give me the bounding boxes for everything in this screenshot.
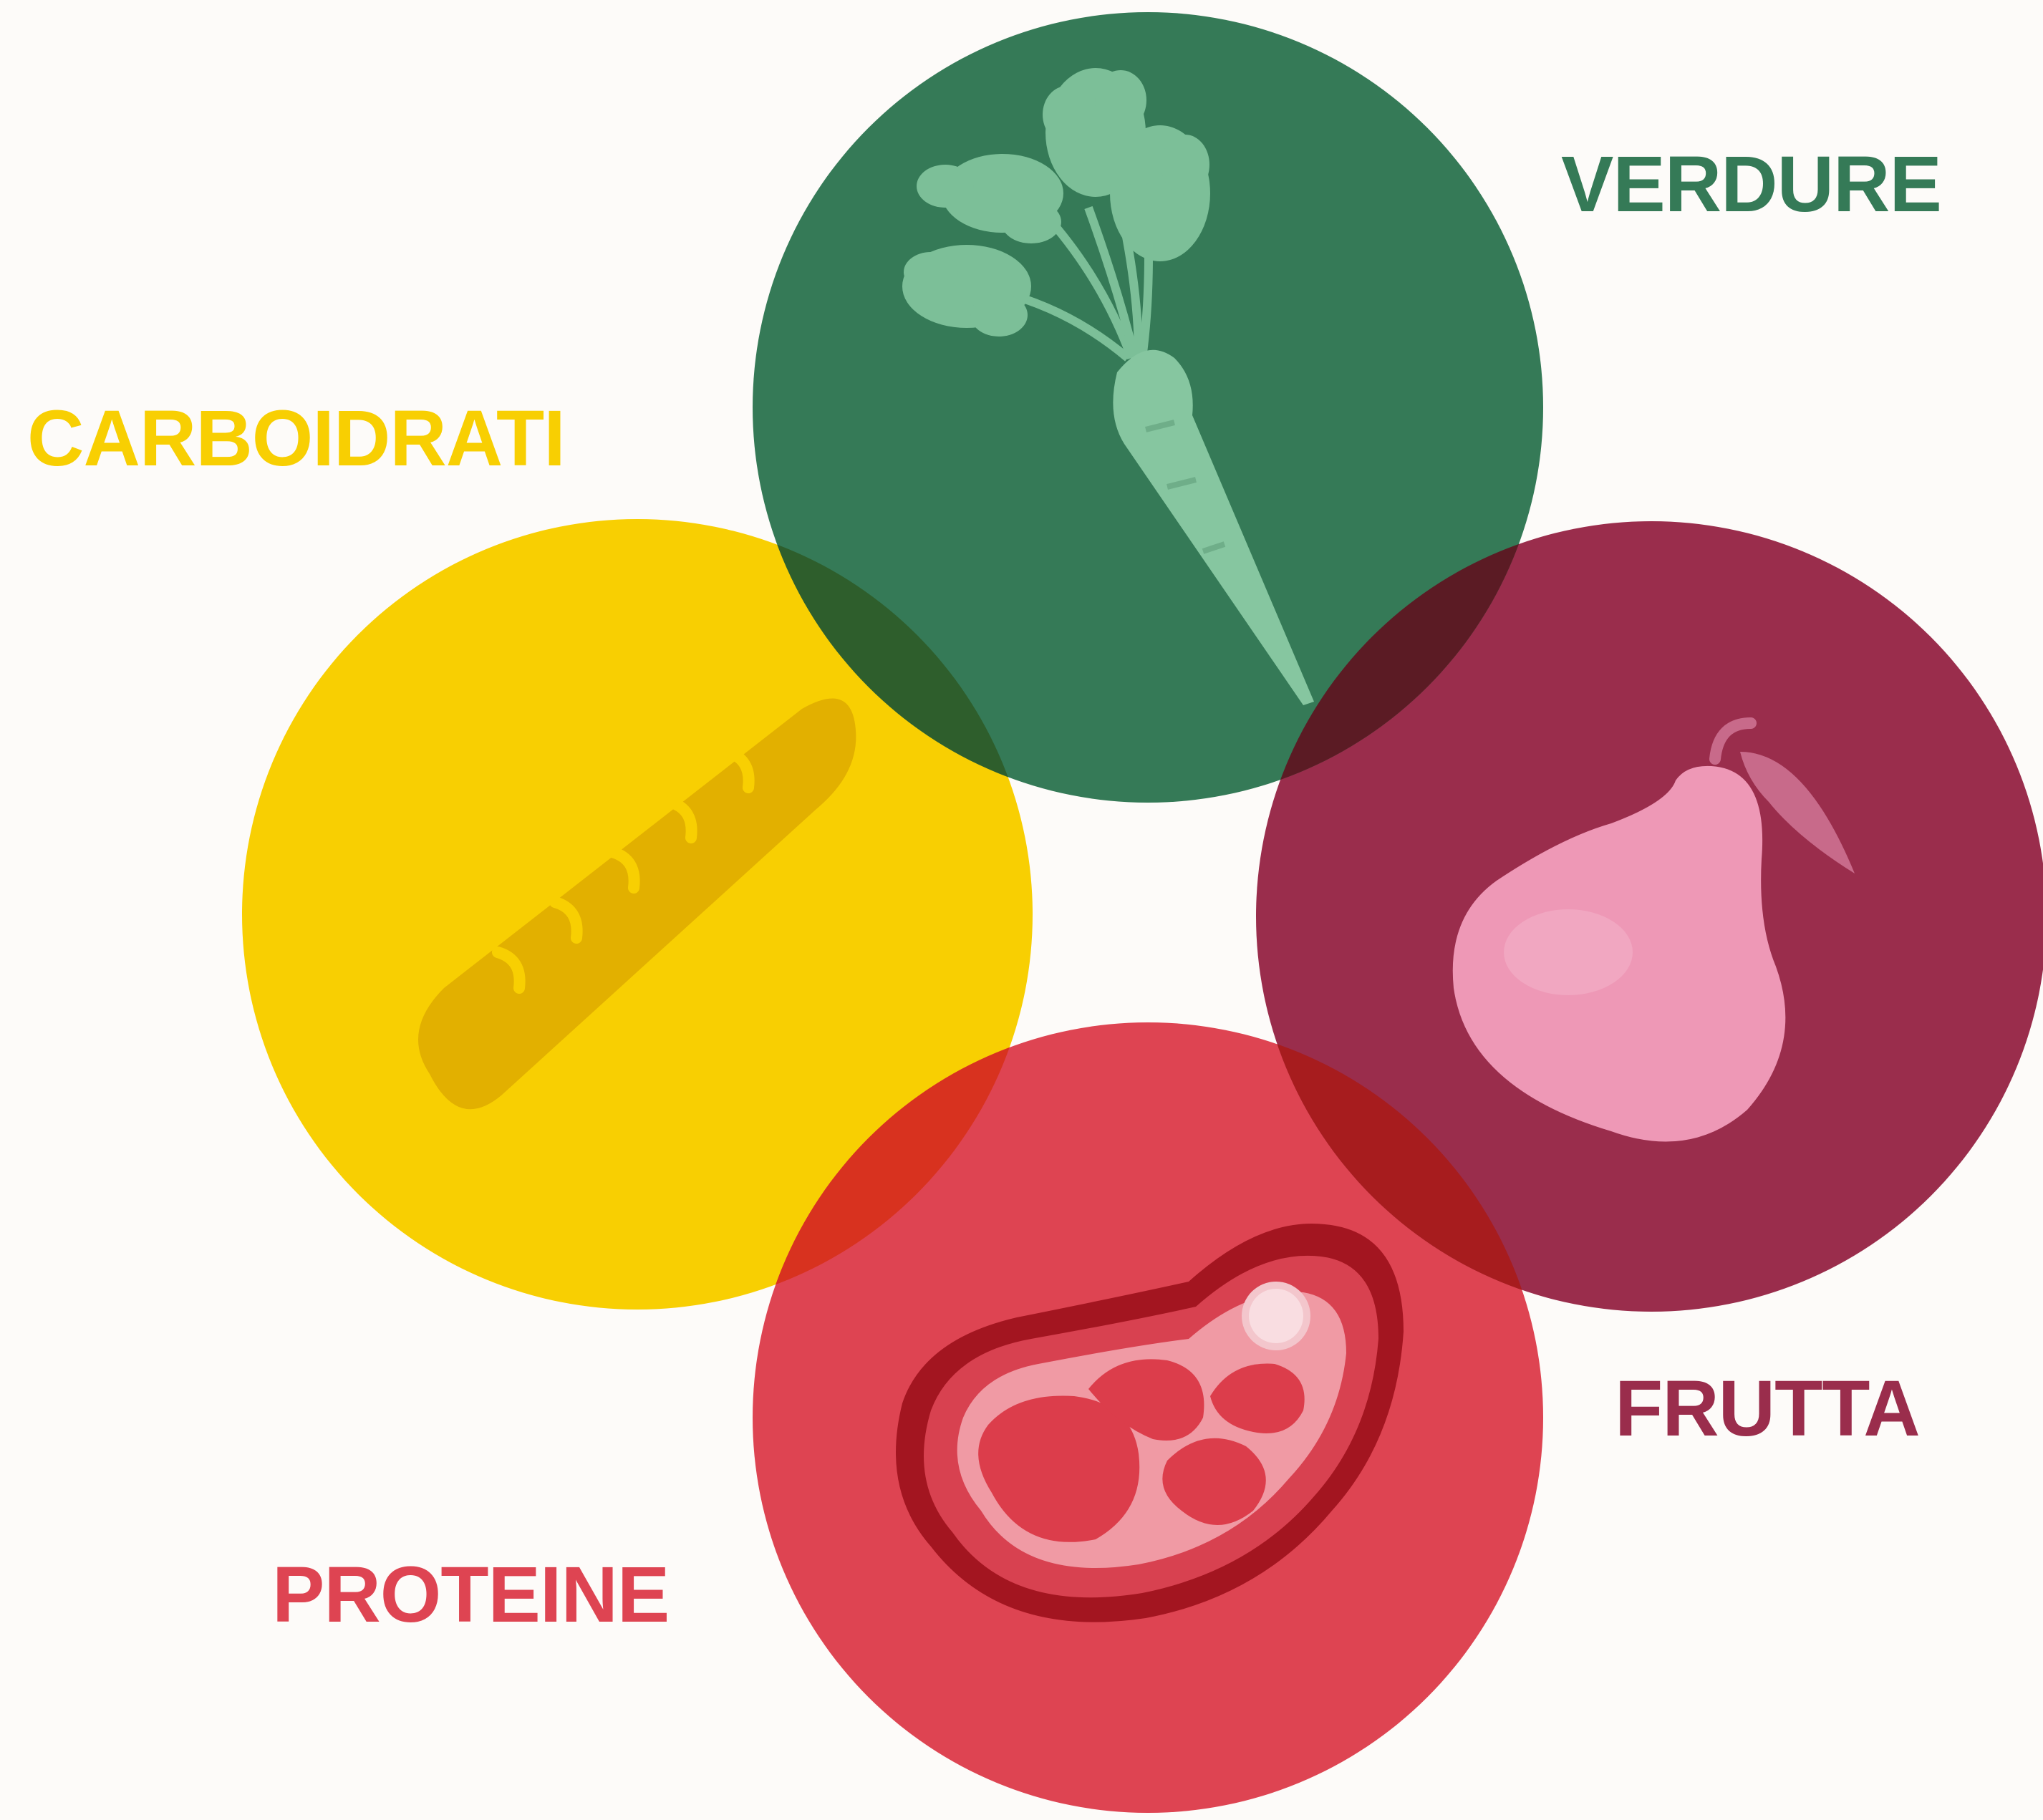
proteine-label: PROTEINE <box>272 1551 669 1639</box>
verdure-label: VERDURE <box>1561 140 1941 228</box>
frutta-label: FRUTTA <box>1615 1365 1920 1453</box>
carboidrati-label: CARBOIDRATI <box>27 395 565 483</box>
